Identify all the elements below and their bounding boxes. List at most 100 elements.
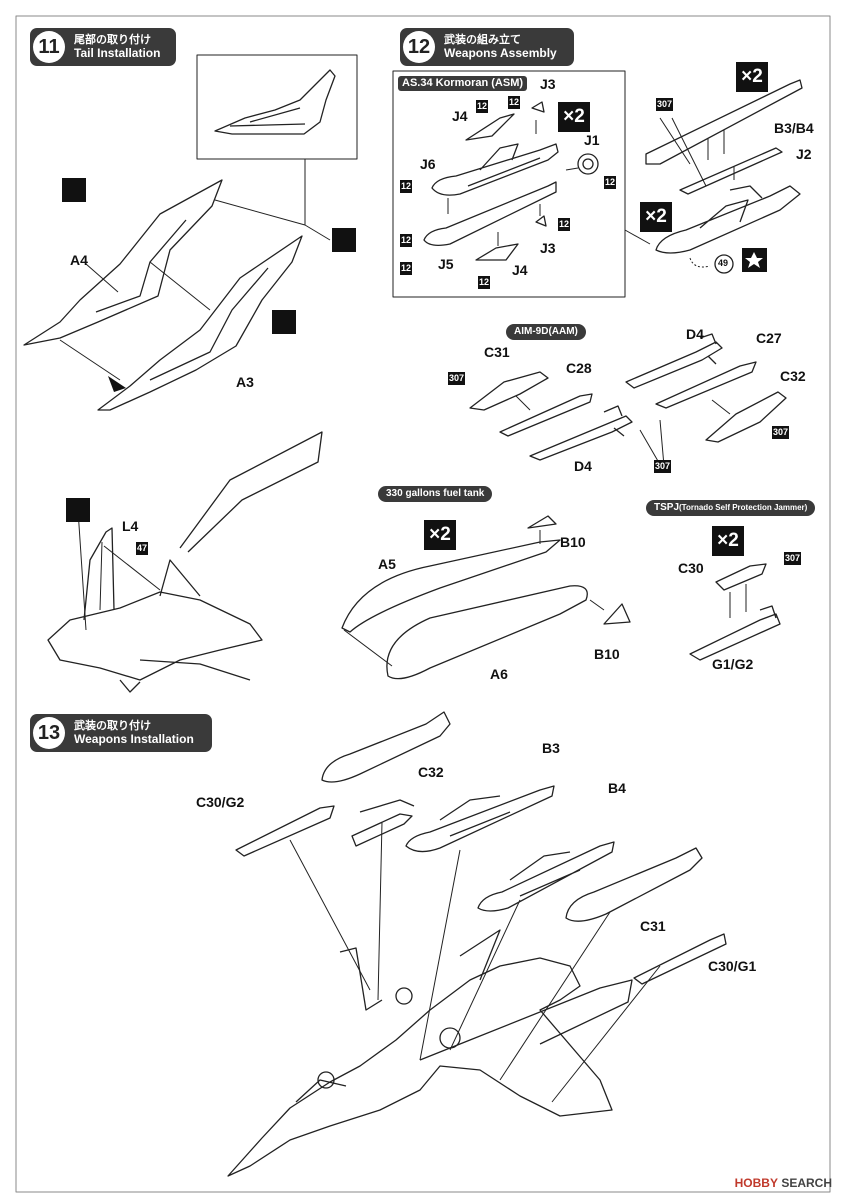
- ref-49-circle: [714, 254, 734, 274]
- pylon-b3-b4: [645, 79, 803, 165]
- label-d4: D4: [574, 458, 592, 474]
- pylon-c32: [351, 799, 415, 847]
- quantity-x2: ×2: [424, 520, 456, 550]
- tail-detail-drawing: [214, 69, 336, 135]
- paint-ref-12: 12: [476, 100, 489, 113]
- quantity-x2: ×2: [736, 62, 768, 92]
- tspj-pod-g1-g2: [689, 605, 781, 661]
- aim9d-launcher-c27: [655, 361, 757, 409]
- jammer-c30-g2: [235, 805, 335, 857]
- paint-ref-307: 307: [784, 552, 802, 565]
- tspj-title: TSPJ(Tornado Self Protection Jammer): [646, 500, 816, 516]
- label-b10: B10: [594, 646, 620, 662]
- tspj-title-sub: (Tornado Self Protection Jammer): [679, 503, 808, 512]
- step-number: 12: [403, 31, 435, 63]
- label-j3: J3: [540, 76, 556, 92]
- label-j4: J4: [452, 108, 468, 124]
- kormoran-assembled: [655, 185, 801, 254]
- tspj-title-main: TSPJ: [654, 502, 680, 513]
- label-c32: C32: [418, 764, 444, 780]
- quantity-x2: ×2: [558, 102, 590, 132]
- aircraft-rear-with-tail: [47, 431, 323, 693]
- label-j2: J2: [796, 146, 812, 162]
- watermark-rest: SEARCH: [781, 1176, 832, 1190]
- quantity-x2: ×2: [640, 202, 672, 232]
- label-j1: J1: [584, 132, 600, 148]
- label-ref-49: 49: [718, 258, 729, 268]
- label-d4: D4: [686, 326, 704, 342]
- paint-ref-12: 12: [604, 176, 617, 189]
- paint-ref-47: 47: [136, 542, 149, 555]
- kormoran-half-j5: [423, 181, 557, 246]
- glue-icon: [66, 498, 90, 522]
- fuel-tank-c31-top: [321, 711, 451, 783]
- paint-ref-307: 307: [448, 372, 466, 385]
- label-c32: C32: [780, 368, 806, 384]
- aim9d-launcher-c28: [499, 393, 593, 437]
- aim9d-launcher-c31: [469, 371, 549, 411]
- label-a3: A3: [236, 374, 254, 390]
- paint-ref-12: 12: [478, 276, 491, 289]
- label-l4: L4: [122, 518, 139, 534]
- label-j6: J6: [420, 156, 436, 172]
- step-12-header: 12 武装の組み立て Weapons Assembly: [400, 28, 574, 66]
- label-c30-g1: C30/G1: [708, 958, 757, 974]
- label-j4: J4: [512, 262, 528, 278]
- glue-icon: [62, 178, 86, 202]
- paint-ref-12: 12: [400, 180, 413, 193]
- label-a5: A5: [378, 556, 396, 572]
- paint-ref-12: 12: [508, 96, 521, 109]
- paint-ref-307: 307: [656, 98, 674, 111]
- pylon-j2: [679, 147, 783, 195]
- label-j3: J3: [540, 240, 556, 256]
- label-j5: J5: [438, 256, 454, 272]
- label-c28: C28: [566, 360, 592, 376]
- label-c30: C30: [678, 560, 704, 576]
- nozzle-j1: [577, 153, 599, 175]
- paint-ref-307: 307: [772, 426, 790, 439]
- label-c31: C31: [484, 344, 510, 360]
- aim9d-missile-d4-top: [625, 333, 723, 389]
- jammer-c30-g1: [633, 933, 727, 985]
- fuel-tank-fin-b10-bottom: [603, 603, 631, 625]
- aim9d-title: AIM-9D(AAM): [506, 324, 586, 340]
- tail-detail-inset: [196, 54, 358, 160]
- aim9d-missile-d4-bottom: [529, 405, 633, 461]
- fin-j4-top: [465, 113, 515, 141]
- kormoran-missile-j6: [431, 143, 559, 196]
- glue-icon: [272, 310, 296, 334]
- fin-j4-bottom: [475, 243, 519, 261]
- label-b4: B4: [608, 780, 626, 796]
- tail-half-a4: [23, 179, 223, 346]
- step-title-en: Tail Installation: [74, 46, 161, 60]
- paint-ref-12: 12: [400, 262, 413, 275]
- label-c30-g2: C30/G2: [196, 794, 245, 810]
- label-c31: C31: [640, 918, 666, 934]
- fuel-tank-fin-b10-top: [527, 515, 557, 529]
- paint-stripe-icon: [332, 228, 356, 252]
- fuel-tank-c31-bottom: [565, 847, 703, 922]
- label-b10: B10: [560, 534, 586, 550]
- paint-ref-12: 12: [558, 218, 571, 231]
- aim9d-launcher-c32: [705, 391, 787, 443]
- watermark-brand: HOBBY: [734, 1176, 778, 1190]
- kormoran-b4: [477, 841, 615, 912]
- label-b3: B3: [542, 740, 560, 756]
- step-13-header: 13 武装の取り付け Weapons Installation: [30, 714, 212, 752]
- kormoran-title: AS.34 Kormoran (ASM): [398, 76, 528, 91]
- label-c27: C27: [756, 330, 782, 346]
- step-11-header: 11 尾部の取り付け Tail Installation: [30, 28, 176, 66]
- kormoran-box: [392, 70, 626, 298]
- fuel-tank-title: 330 gallons fuel tank: [378, 486, 493, 502]
- step-title-jp: 武装の取り付け: [74, 719, 151, 732]
- step-title-en: Weapons Installation: [74, 732, 194, 746]
- step-title-jp: 武装の組み立て: [444, 33, 521, 46]
- fuel-tank-a5: [341, 539, 561, 633]
- label-b3-b4: B3/B4: [774, 120, 814, 136]
- step-number: 11: [33, 31, 65, 63]
- fuel-tank-a6: [386, 585, 588, 680]
- tspj-c30: [715, 563, 767, 591]
- quantity-x2: ×2: [712, 526, 744, 556]
